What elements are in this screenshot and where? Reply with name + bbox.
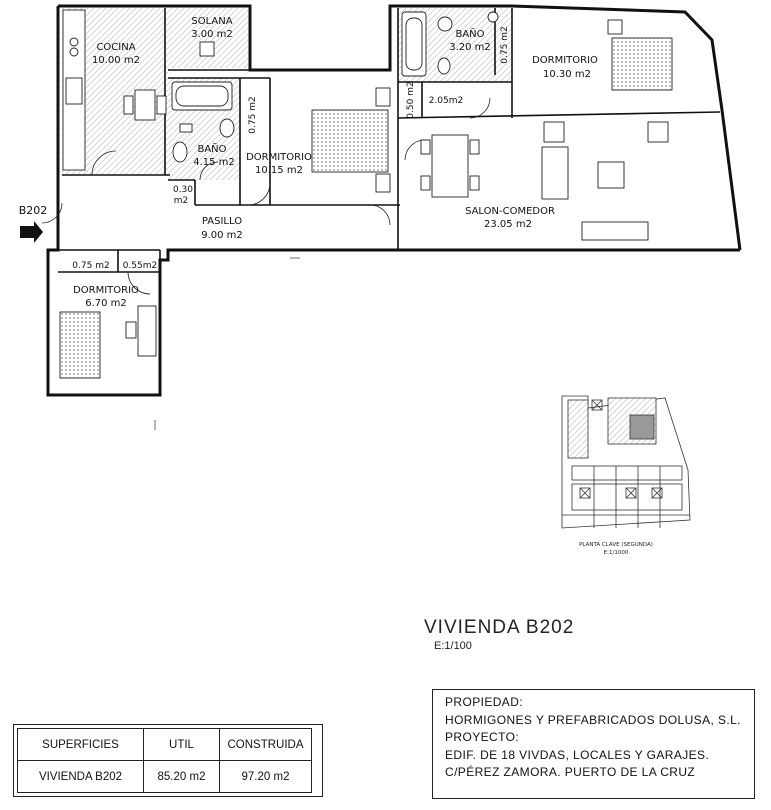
table-header-row: SUPERFICIES UTIL CONSTRUIDA xyxy=(17,728,312,761)
room-area-solana: 3.00 m2 xyxy=(191,29,233,40)
room-label-dormitorio-main: DORMITORIO xyxy=(246,152,312,163)
project-info-box: PROPIEDAD: HORMIGONES Y PREFABRICADOS DO… xyxy=(432,689,755,799)
closet-label: m2 xyxy=(174,196,189,206)
closet-label: 2.05m2 xyxy=(429,96,464,106)
room-area-salon: 23.05 m2 xyxy=(484,219,532,230)
furniture xyxy=(59,9,673,379)
room-label-bano-1: BAÑO xyxy=(197,142,226,155)
key-plan xyxy=(561,395,691,529)
closet-label: 0.55m2 xyxy=(123,261,158,271)
closet-label: 0.75 m2 xyxy=(248,96,258,133)
room-area-dormitorio-sw: 6.70 m2 xyxy=(85,298,127,309)
interior-walls xyxy=(58,8,721,290)
closet-label: 0.75 m2 xyxy=(500,26,510,63)
room-area-bano-1: 4.15 m2 xyxy=(193,157,235,168)
project-info-line: EDIF. DE 18 VIVDAS, LOCALES Y GARAJES. xyxy=(445,747,710,762)
project-info-line: C/PÉREZ ZAMORA. PUERTO DE LA CRUZ xyxy=(445,765,696,779)
key-plan-caption-line2: E:1/1000 xyxy=(603,550,629,556)
table-cell: 97.20 m2 xyxy=(219,760,312,793)
floor-plan: SOLANA 3.00 m2 COCINA 10.00 m2 BAÑO 4.15… xyxy=(19,4,742,529)
project-info-line: PROYECTO: xyxy=(445,730,520,744)
table-header-cell: CONSTRUIDA xyxy=(219,728,312,761)
room-label-solana: SOLANA xyxy=(191,16,232,27)
room-label-cocina: COCINA xyxy=(96,42,135,53)
closet-label: 0.50 m2 xyxy=(406,81,416,118)
table-cell: 85.20 m2 xyxy=(143,760,220,793)
areas-table-frame xyxy=(13,724,323,797)
drawing-scale: E:1/100 xyxy=(434,640,472,652)
room-area-cocina: 10.00 m2 xyxy=(92,55,140,66)
room-area-bano-2: 3.20 m2 xyxy=(449,42,491,53)
table-cell: VIVIENDA B202 xyxy=(17,760,144,793)
entrance-label: B202 xyxy=(19,204,48,217)
page-title: VIVIENDA B202 xyxy=(424,617,575,638)
table-row: VIVIENDA B202 85.20 m2 97.20 m2 xyxy=(17,760,312,793)
project-info-line: HORMIGONES Y PREFABRICADOS DOLUSA, S.L. xyxy=(445,712,741,727)
project-info-line: PROPIEDAD: xyxy=(445,695,524,709)
entrance-arrow-icon xyxy=(20,221,43,243)
room-area-pasillo: 9.00 m2 xyxy=(201,230,243,241)
room-label-dormitorio-sw: DORMITORIO xyxy=(73,285,139,296)
room-label-dormitorio-ne: DORMITORIO xyxy=(532,55,598,66)
room-area-dormitorio-ne: 10.30 m2 xyxy=(543,69,591,80)
room-label-salon: SALON-COMEDOR xyxy=(465,206,555,217)
key-plan-caption: PLANTA CLAVE (SEGUNDA) E:1/1000 xyxy=(566,541,666,557)
room-area-dormitorio-main: 10.15 m2 xyxy=(255,165,303,176)
room-label-pasillo: PASILLO xyxy=(202,216,242,227)
exterior-walls xyxy=(46,4,742,397)
closet-label: 0.30 xyxy=(173,185,193,195)
room-label-bano-2: BAÑO xyxy=(455,27,484,40)
table-header-cell: UTIL xyxy=(143,728,220,761)
table-header-cell: SUPERFICIES xyxy=(17,728,144,761)
key-plan-caption-line1: PLANTA CLAVE (SEGUNDA) xyxy=(579,542,653,548)
areas-table: SUPERFICIES UTIL CONSTRUIDA VIVIENDA B20… xyxy=(17,728,312,793)
closet-label: 0.75 m2 xyxy=(72,261,109,271)
